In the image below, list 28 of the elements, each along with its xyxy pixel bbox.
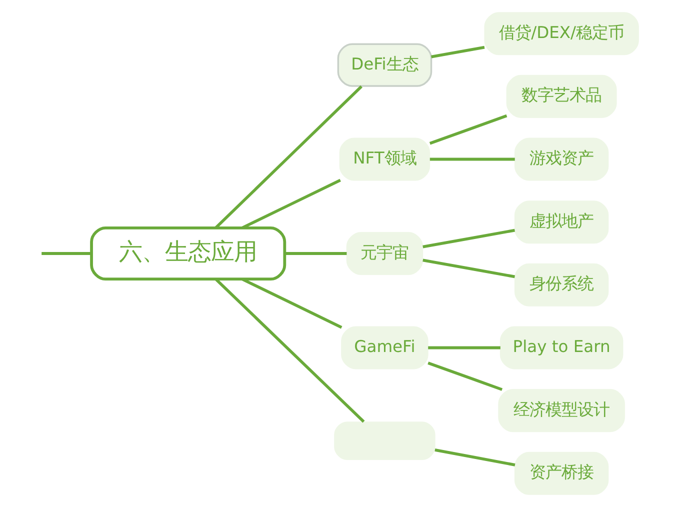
connector	[242, 178, 341, 230]
node-box: GameFi	[341, 326, 428, 370]
node-box: 经济模型设计	[498, 389, 625, 432]
node-box: 元宇宙	[346, 232, 424, 276]
connector	[422, 228, 515, 248]
node-box: DeFi生态	[337, 43, 432, 87]
connector	[431, 46, 485, 58]
connector	[422, 258, 515, 278]
node-box: 资产桥接	[514, 452, 609, 495]
node-box: 身份系统	[514, 263, 609, 306]
node-box	[334, 422, 436, 460]
node-box: 数字艺术品	[506, 74, 617, 118]
node-box: 虚拟地产	[514, 200, 609, 244]
node-box: 游戏资产	[514, 138, 609, 181]
connector	[434, 448, 516, 466]
node-box: NFT领域	[339, 138, 430, 181]
connector	[214, 278, 365, 423]
node-box: 借贷/DEX/稳定币	[484, 12, 639, 56]
connector	[284, 252, 347, 255]
node-box: 六、生态应用	[90, 226, 286, 281]
connector	[428, 346, 500, 350]
connector	[430, 158, 515, 161]
connector	[214, 85, 362, 229]
connector	[429, 114, 508, 145]
connector	[42, 252, 92, 255]
connector	[428, 362, 503, 391]
connector	[242, 278, 342, 329]
node-box: Play to Earn	[500, 326, 624, 370]
